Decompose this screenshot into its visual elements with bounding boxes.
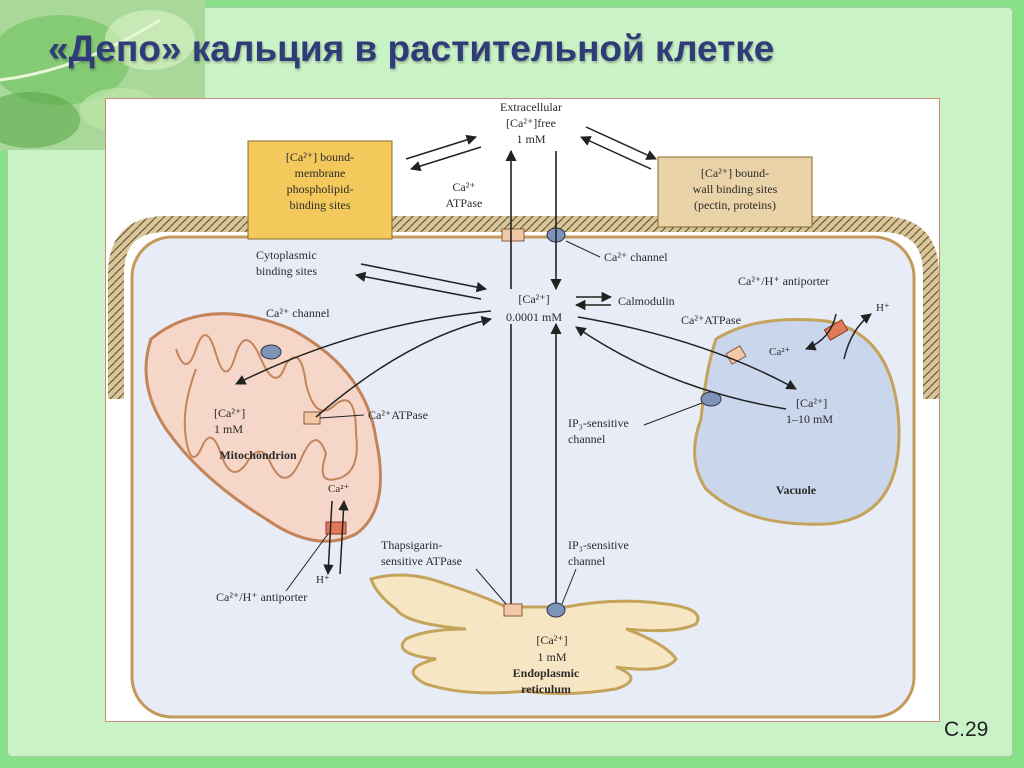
er-label2: reticulum [521,682,571,696]
membrane-sites-line2: membrane [295,166,346,180]
wall-sites-line2: wall binding sites [693,182,778,196]
mito-atpase-pointer [319,414,365,419]
vac-atpase-pump [725,345,747,365]
vac-atpase-label: Ca²⁺ATPase [681,313,741,327]
pm-channel-pointer [565,240,601,258]
arrow-cytosol-to-vac [577,316,797,390]
arrow-vac-h-out [843,313,872,360]
er-atpase-label1: Thapsigarin- [381,538,442,552]
cell-wall [108,216,939,399]
er-ip3-channel [546,602,566,618]
mito-ca-label: [Ca²⁺] [214,406,245,420]
arrow-cytosol-to-cyto-sites [354,271,482,300]
calmodulin-label: Calmodulin [618,294,675,308]
er-label1: Endoplasmic [513,666,580,680]
er-ip3-label2: channel [568,554,606,568]
arrow-mito-h-in [338,499,349,575]
extracellular-label: Extracellular [500,100,562,114]
cyto-sites-line2: binding sites [256,264,317,278]
arrow-cyto-sites-to-cytosol [360,263,488,293]
mito-atpase-pump [303,411,321,425]
mito-ca-channel [260,344,282,360]
er-ip3-label1: IP₃-sensitive [568,538,629,552]
arrow-mito-to-cytosol [315,316,493,418]
mito-ca2-label: Ca²⁺ [328,483,350,495]
membrane-sites-line3: phospholipid- [287,182,354,196]
arrow-mito-ca-out [323,500,334,576]
vac-ip3-label1: IP₃-sensitive [568,416,629,430]
wall-sites-line1: [Ca²⁺] bound- [701,166,769,180]
vac-ca-label: [Ca²⁺] [796,396,827,410]
mito-antiporter-pointer [285,533,329,592]
membrane-sites-line1: [Ca²⁺] bound- [286,150,354,164]
pm-atpase-label2: ATPase [446,196,483,210]
membrane-binding-box [247,140,393,240]
mito-ca-value: 1 mM [214,422,243,436]
cyto-sites-line1: Cytoplasmic [256,248,317,262]
diagram-canvas: [Ca²⁺] bound- membrane phospholipid- bin… [108,100,939,719]
arrow-cytosol-to-mito [235,310,492,385]
arrow-vac-to-cytosol [575,326,787,410]
mitochondrion-label: Mitochondrion [219,448,297,462]
wall-binding-box [657,156,813,228]
vacuole [693,318,901,526]
arrow-wall-to-extra [580,136,652,170]
pm-atpase-label1: Ca²⁺ [452,180,475,194]
wall-sites-line3: (pectin, proteins) [694,198,776,212]
er-ip3-pointer [561,568,577,605]
mito-antiporter-label: Ca²⁺/H⁺ antiporter [216,590,307,604]
pm-atpase-pump [501,228,525,242]
arrow-membrane-to-extra [405,134,478,160]
arrow-extra-to-wall [585,126,657,160]
vac-ip3-pointer [643,402,703,426]
vacuole-label: Vacuole [776,483,817,497]
membrane-sites-line4: binding sites [289,198,350,212]
mito-atpase-label: Ca²⁺ATPase [368,408,428,422]
calcium-depot-diagram: [Ca²⁺] bound- membrane phospholipid- bin… [105,98,940,722]
endoplasmic-reticulum [369,573,700,696]
vac-ca-value: 1–10 mM [786,412,833,426]
extracellular-value: 1 mM [516,132,545,146]
arrow-vac-ca-in [805,313,837,351]
mito-channel-label: Ca²⁺ channel [266,306,330,320]
er-atpase-label2: sensitive ATPase [381,554,462,568]
vac-ca2-label: Ca²⁺ [769,346,791,358]
page-number: С.29 [944,718,989,741]
mito-h-label: H⁺ [316,574,330,586]
extracellular-conc: [Ca²⁺]free [506,116,556,130]
vac-antiporter-label: Ca²⁺/H⁺ antiporter [738,274,829,288]
vac-ip3-label2: channel [568,432,606,446]
er-atpase-pointer [475,568,507,605]
er-ca-label: [Ca²⁺] [536,633,567,647]
page-title: «Депо» кальция в растительной клетке [48,28,775,69]
cytosol-label: [Ca²⁺] [518,292,549,306]
er-ca-value: 1 mM [537,650,566,664]
cytosol-value: 0.0001 mM [506,310,562,324]
arrow-extra-to-membrane [409,146,482,172]
er-atpase-pump [503,603,523,617]
pm-channel-label: Ca²⁺ channel [604,250,668,264]
vac-h-label: H⁺ [876,302,890,314]
mitochondrion [144,312,382,543]
